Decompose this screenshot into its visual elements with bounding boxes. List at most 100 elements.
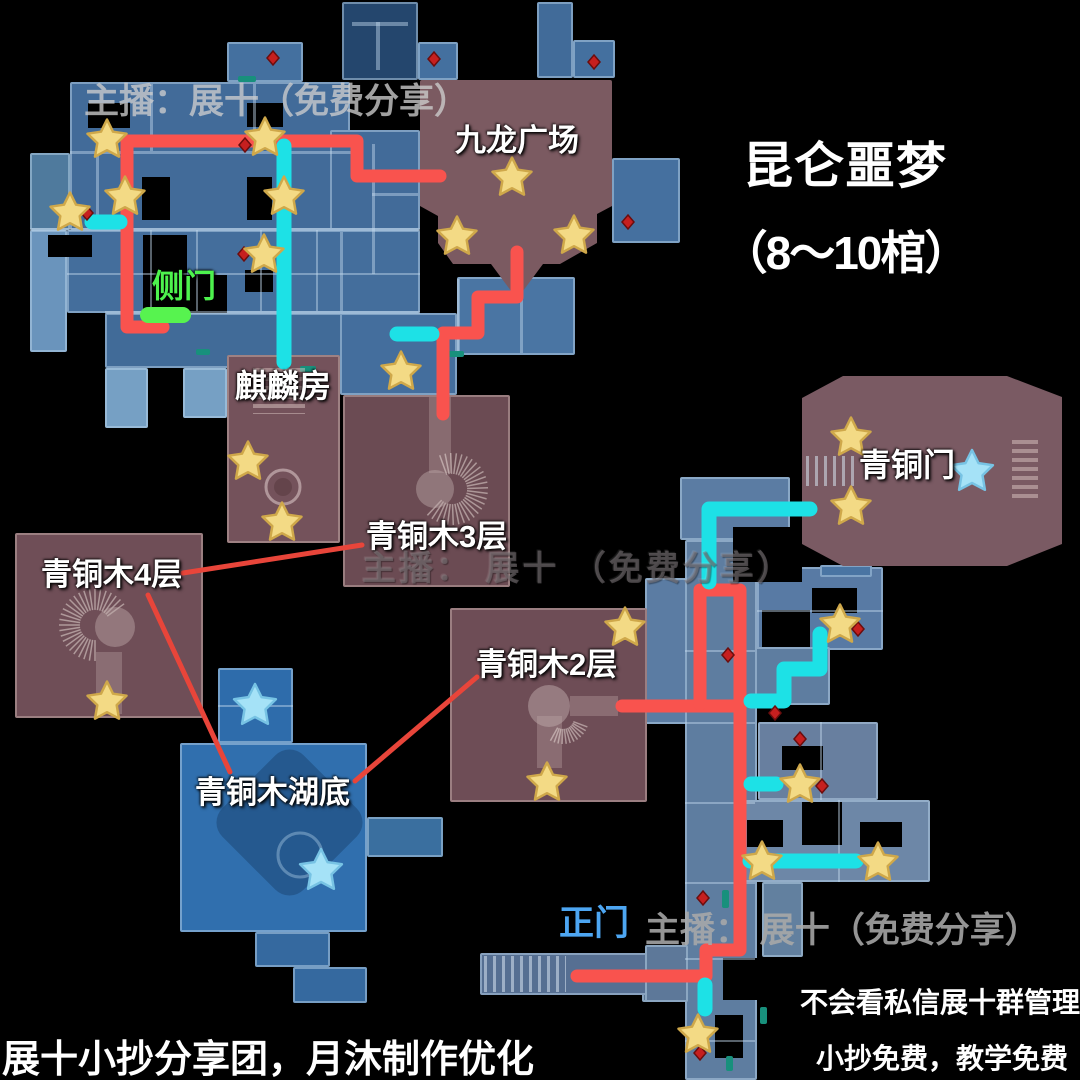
map-wall bbox=[150, 230, 152, 311]
map-wall bbox=[316, 230, 318, 311]
footer-credit: 展十小抄分享团，月沐制作优化 bbox=[2, 1039, 535, 1080]
map-wall bbox=[685, 1040, 755, 1042]
map-room-blue bbox=[227, 42, 303, 82]
red-marker-icon bbox=[427, 50, 441, 68]
map-room-blue bbox=[293, 967, 367, 1003]
star-yellow-icon bbox=[436, 215, 478, 255]
spiral-stair-line bbox=[454, 503, 460, 525]
map-title-line2: （8～10棺） bbox=[721, 227, 971, 279]
map-room-blue bbox=[820, 565, 872, 577]
map-wall bbox=[196, 230, 198, 311]
spiral-stair-line bbox=[460, 500, 475, 518]
map-room-blue bbox=[105, 368, 148, 428]
spiral-stair-line bbox=[457, 456, 468, 476]
spiral-stair-line bbox=[68, 598, 85, 615]
map-hole bbox=[48, 235, 92, 257]
map-wall bbox=[685, 802, 755, 804]
spiral-stair-line bbox=[444, 453, 450, 475]
stair-circle bbox=[416, 470, 454, 508]
label-main-gate: 正门 bbox=[559, 904, 630, 943]
spiral-stair-line bbox=[573, 720, 588, 728]
spiral-stair-line bbox=[463, 466, 481, 481]
red-marker-icon bbox=[587, 53, 601, 71]
footer-note-line1: 不会看私信展十群管理 bbox=[799, 987, 1080, 1018]
red-marker-icon bbox=[693, 1044, 707, 1062]
spiral-stair-line bbox=[465, 475, 487, 485]
star-blue-icon bbox=[949, 448, 995, 492]
spiral-stair-line bbox=[78, 592, 89, 612]
star-yellow-icon bbox=[243, 233, 285, 273]
map-hole bbox=[762, 610, 810, 647]
spiral-stair-line bbox=[563, 728, 567, 744]
map-wall bbox=[105, 311, 420, 314]
star-yellow-icon bbox=[526, 761, 568, 801]
spiral-stair-line bbox=[464, 496, 483, 510]
red-marker-icon bbox=[696, 889, 710, 907]
red-marker-icon bbox=[621, 213, 635, 231]
star-yellow-icon bbox=[49, 191, 91, 231]
map-wall bbox=[372, 193, 418, 196]
stairs-texture bbox=[253, 368, 305, 414]
star-yellow-icon bbox=[830, 416, 872, 456]
spiral-stair-line bbox=[566, 727, 575, 742]
spiral-stair-line bbox=[60, 628, 81, 637]
map-wall bbox=[352, 22, 408, 26]
map-wall bbox=[457, 279, 460, 353]
spiral-stair-line bbox=[572, 722, 587, 732]
star-yellow-icon bbox=[677, 1013, 719, 1053]
spiral-stair-line bbox=[465, 494, 485, 505]
star-yellow-icon bbox=[104, 175, 146, 215]
stairs-texture bbox=[484, 956, 566, 992]
map-wall bbox=[260, 230, 262, 311]
spiral-stair-line bbox=[466, 481, 488, 487]
map-wall bbox=[685, 650, 755, 652]
spiral-stair-line bbox=[59, 618, 81, 624]
annotation-line bbox=[180, 542, 365, 576]
map-hole bbox=[723, 958, 762, 1000]
spiral-stair-line bbox=[73, 636, 87, 655]
map-room-maroon bbox=[343, 395, 510, 587]
stairs-texture bbox=[1012, 440, 1038, 502]
map-wall bbox=[685, 958, 755, 960]
annotation-line bbox=[352, 674, 480, 784]
spiral-stair-line bbox=[88, 639, 94, 661]
spiral-stair-line bbox=[101, 592, 112, 612]
stair-stem bbox=[570, 696, 618, 716]
star-yellow-icon bbox=[819, 603, 861, 643]
spiral-stair-line bbox=[65, 603, 84, 617]
spiral-stair-line bbox=[569, 725, 582, 738]
map-wall bbox=[372, 144, 375, 274]
door-marker bbox=[722, 890, 729, 908]
spiral-stair-line bbox=[456, 502, 466, 524]
map-room-blue bbox=[255, 932, 330, 967]
spiral-stair-line bbox=[68, 635, 85, 652]
map-title: 昆仑噩梦 （8～10棺） bbox=[700, 126, 990, 283]
spiral-stair-line bbox=[459, 458, 473, 477]
map-hole bbox=[247, 177, 272, 220]
stairs-texture bbox=[806, 456, 858, 486]
map-hole bbox=[860, 822, 902, 847]
spiral-stair-line bbox=[62, 631, 82, 642]
label-bronze-tree-lakebed: 青铜木湖底 bbox=[195, 775, 350, 810]
spiral-stair-line bbox=[466, 490, 488, 495]
label-bronze-tree-4f: 青铜木4层 bbox=[41, 557, 183, 592]
label-qilin-room: 麒麟房 bbox=[235, 368, 332, 404]
star-blue-icon bbox=[298, 847, 344, 891]
star-yellow-icon bbox=[227, 440, 269, 480]
door-marker bbox=[726, 1056, 733, 1071]
spiral-stair-line bbox=[464, 470, 484, 483]
map-wall bbox=[757, 610, 883, 612]
map-wall bbox=[685, 722, 755, 724]
route-cyan bbox=[743, 626, 828, 709]
map-room-blue bbox=[537, 2, 573, 78]
spiral-stair-line bbox=[83, 590, 92, 611]
label-bronze-tree-3f: 青铜木3层 bbox=[366, 519, 508, 554]
spiral-stair-line bbox=[557, 728, 562, 744]
spiral-stair-line bbox=[96, 589, 102, 611]
map-room-blue bbox=[183, 368, 227, 418]
spiral-stair-line bbox=[451, 504, 455, 526]
watermark-bottom: 主播： 展十（免费分享） bbox=[645, 911, 1040, 950]
route-red bbox=[570, 583, 747, 983]
star-yellow-icon bbox=[604, 606, 646, 646]
map-wall bbox=[520, 279, 523, 353]
